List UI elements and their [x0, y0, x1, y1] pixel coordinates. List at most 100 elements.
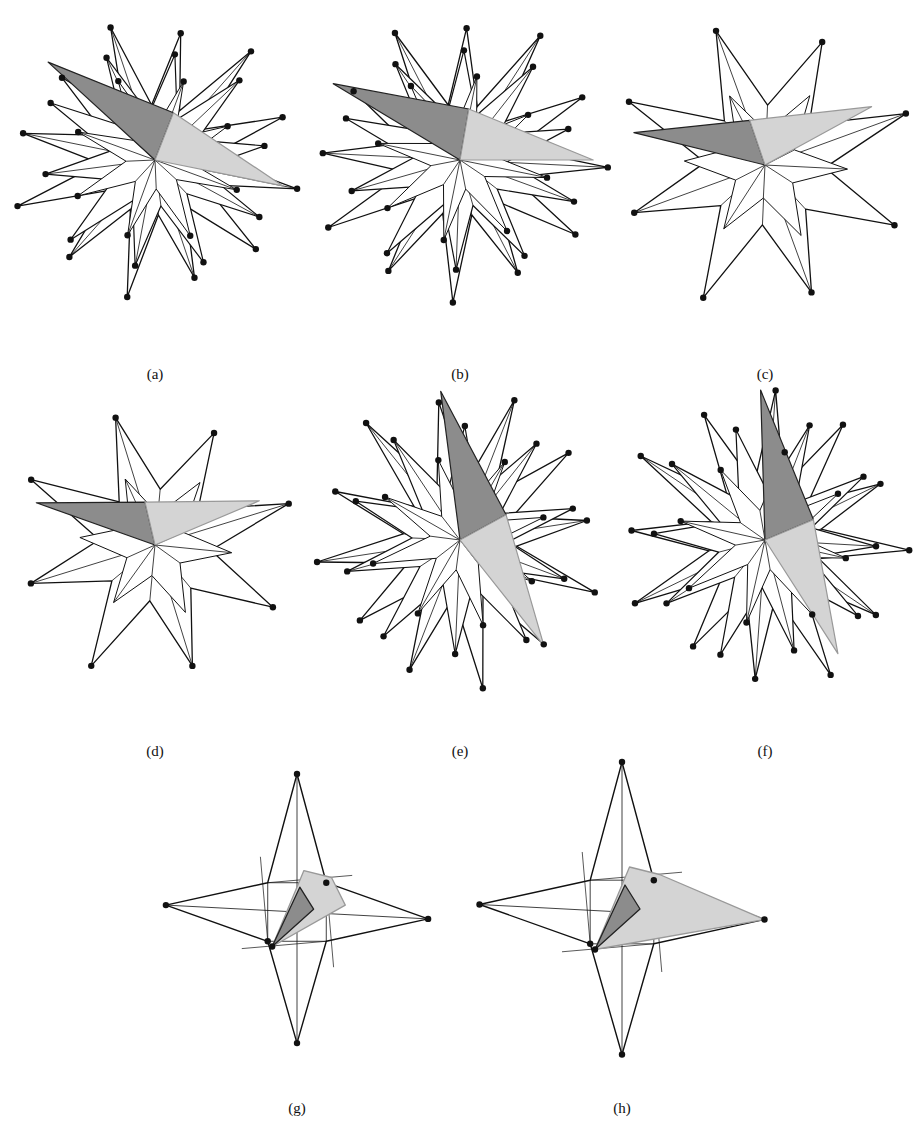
vertex-dot [701, 412, 707, 418]
edge-line [765, 165, 847, 169]
vertex-dot [631, 210, 637, 216]
vertex-dot [504, 228, 510, 234]
vertex-dot [234, 187, 240, 193]
vertex-dot [891, 222, 897, 228]
panel-label: (b) [449, 366, 471, 383]
vertex-dot [314, 559, 320, 565]
vertex-dot [163, 902, 169, 908]
edge-line [166, 905, 297, 912]
vertex-dot [530, 64, 536, 70]
vertex-dot [406, 667, 412, 673]
vertex-dot [743, 619, 749, 625]
shaded-face [765, 520, 838, 654]
shaded-face [761, 390, 814, 540]
edge-line [460, 160, 466, 189]
star-outline [166, 774, 428, 1043]
vertex-dot [28, 476, 34, 482]
vertex-dot [584, 517, 590, 523]
vertex-dot [860, 473, 866, 479]
vertex-dot [436, 399, 442, 405]
edge-line [763, 165, 765, 198]
edge-line [430, 536, 460, 540]
vertex-dot [761, 916, 767, 922]
vertex-dot [380, 633, 386, 639]
star-outline [31, 418, 289, 666]
vertex-dot [357, 617, 363, 623]
vertex-dot [587, 941, 593, 947]
vertex-dot [632, 600, 638, 606]
vertex-dot [651, 877, 657, 883]
vertex-dot [529, 578, 535, 584]
vertex-dot [669, 461, 675, 467]
edge-line [135, 160, 155, 181]
edge-line [765, 165, 793, 183]
star-outline [323, 28, 608, 302]
vertex-dot [873, 543, 879, 549]
vertex-dot [690, 643, 696, 649]
edge-line [724, 165, 765, 229]
edge-line [480, 905, 623, 913]
vertex-dot [570, 505, 576, 511]
panel-label: (e) [450, 743, 471, 760]
edge-line [746, 540, 765, 623]
shaded-face [460, 109, 593, 160]
vertex-dot [332, 488, 338, 494]
vertex-dot [677, 518, 683, 524]
vertex-dot [840, 421, 846, 427]
vertex-dot [572, 231, 578, 237]
edge-line [418, 540, 460, 613]
vertex-dot [107, 24, 113, 30]
vertex-dot [286, 500, 292, 506]
vertex-dot [279, 114, 285, 120]
vertex-dot [189, 663, 195, 669]
vertex-dot [392, 61, 398, 67]
vertex-dot [523, 637, 529, 643]
vertex-dot [686, 585, 692, 591]
vertex-dot [124, 294, 130, 300]
vertex-dot [525, 112, 531, 118]
vertex-dot [211, 430, 217, 436]
vertex-dot [474, 73, 480, 79]
edge-line [152, 545, 155, 576]
vertex-dot [67, 236, 73, 242]
vertex-dot [579, 94, 585, 100]
star-outline [629, 31, 906, 298]
vertex-dot [565, 450, 571, 456]
vertex-dot [384, 250, 390, 256]
vertex-dot [533, 440, 539, 446]
edge-line [155, 160, 156, 189]
vertex-dot [294, 186, 300, 192]
vertex-dot [619, 1051, 625, 1057]
vertex-dot [248, 48, 254, 54]
vertex-dot [561, 576, 567, 582]
vertex-dot [521, 253, 527, 259]
edge-line [126, 160, 155, 161]
panel-label: (a) [145, 366, 166, 383]
star-outline [18, 28, 298, 298]
vertex-dot [873, 612, 879, 618]
shaded-face [272, 887, 313, 946]
vertex-dot [408, 83, 414, 89]
vertex-dot [172, 51, 178, 57]
vertex-dot [323, 880, 329, 886]
edge-line [267, 883, 268, 942]
vertex-dot [463, 25, 469, 31]
vertex-dot [827, 672, 833, 678]
vertex-dot [717, 651, 723, 657]
vertex-dot [187, 233, 193, 239]
vertex-dot [370, 560, 376, 566]
vertex-dot [541, 641, 547, 647]
edge-line [735, 540, 765, 545]
vertex-dot [320, 150, 326, 156]
vertex-dot [294, 1040, 300, 1046]
vertex-dot [628, 527, 634, 533]
vertex-dot [384, 205, 390, 211]
vertex-dot [537, 32, 543, 38]
vertex-dot [461, 47, 467, 53]
edge-line [242, 941, 326, 948]
shaded-face [595, 885, 640, 950]
vertex-dot [752, 676, 758, 682]
vertex-dot [480, 622, 486, 628]
vertex-dot [253, 246, 259, 252]
